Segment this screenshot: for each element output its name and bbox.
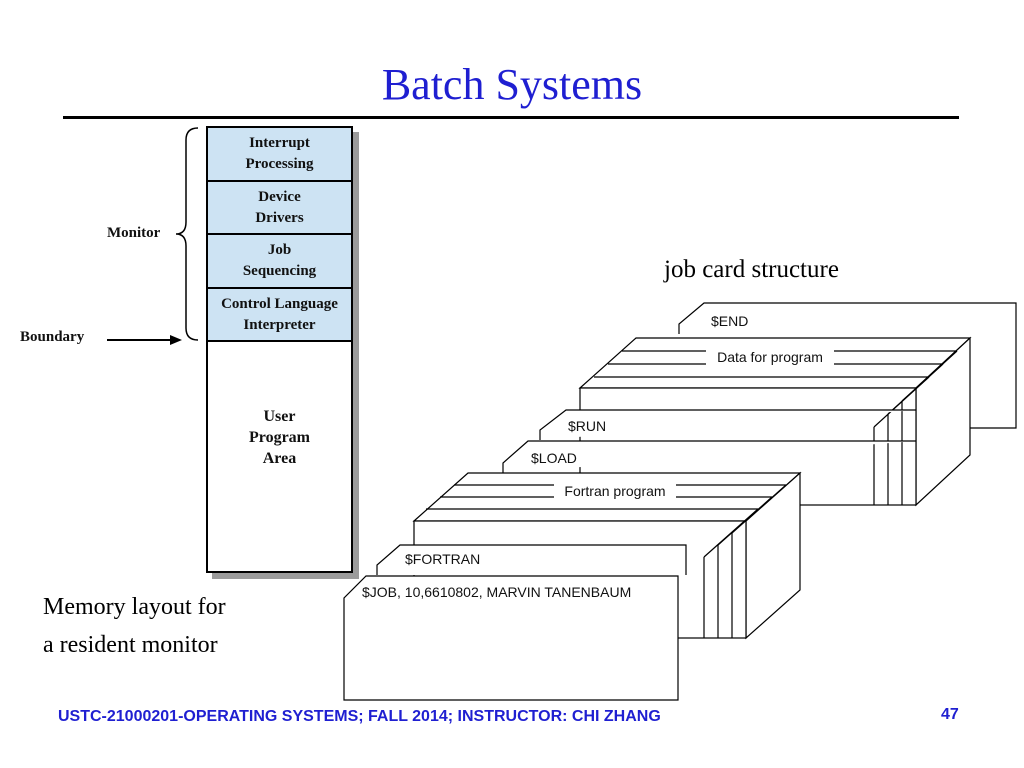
block-label: Drivers <box>255 209 304 226</box>
fortran-program-label: Fortran program <box>564 483 665 499</box>
block-label: Area <box>262 450 297 467</box>
card-load-label: $LOAD <box>531 450 577 466</box>
monitor-label: Monitor <box>107 225 161 241</box>
boundary-arrow <box>107 335 182 345</box>
data-for-program-label: Data for program <box>717 349 823 365</box>
monitor-brace <box>175 127 199 341</box>
card-run <box>539 409 916 440</box>
card-job <box>343 575 679 701</box>
slide-title: Batch Systems <box>381 60 643 109</box>
card-fortran <box>376 544 687 575</box>
card-job-label: $JOB, 10,6610802, MARVIN TANENBAUM <box>362 584 631 600</box>
memory-caption-line-2: a resident monitor <box>43 632 218 658</box>
block-label: Device <box>258 188 301 205</box>
block-label: Program <box>248 429 310 446</box>
memory-caption-line-1: Memory layout for <box>43 594 226 620</box>
block-label: User <box>263 408 296 425</box>
block-label: Interpreter <box>243 316 316 333</box>
block-label: Job <box>267 242 292 258</box>
footer-text: USTC-21000201-OPERATING SYSTEMS; FALL 20… <box>58 708 661 725</box>
job-card-title: job card structure <box>664 256 839 283</box>
title-underline <box>63 116 959 119</box>
block-label: Interrupt <box>249 135 310 151</box>
block-label: Sequencing <box>242 263 317 279</box>
page-number: 47 <box>941 706 959 723</box>
boundary-label: Boundary <box>20 329 85 345</box>
card-fortran-label: $FORTRAN <box>405 551 480 567</box>
card-load <box>502 440 916 473</box>
block-label: Control Language <box>221 295 338 312</box>
block-label: Processing <box>245 156 314 172</box>
card-run-label: $RUN <box>568 418 606 434</box>
card-end-label: $END <box>711 313 748 329</box>
